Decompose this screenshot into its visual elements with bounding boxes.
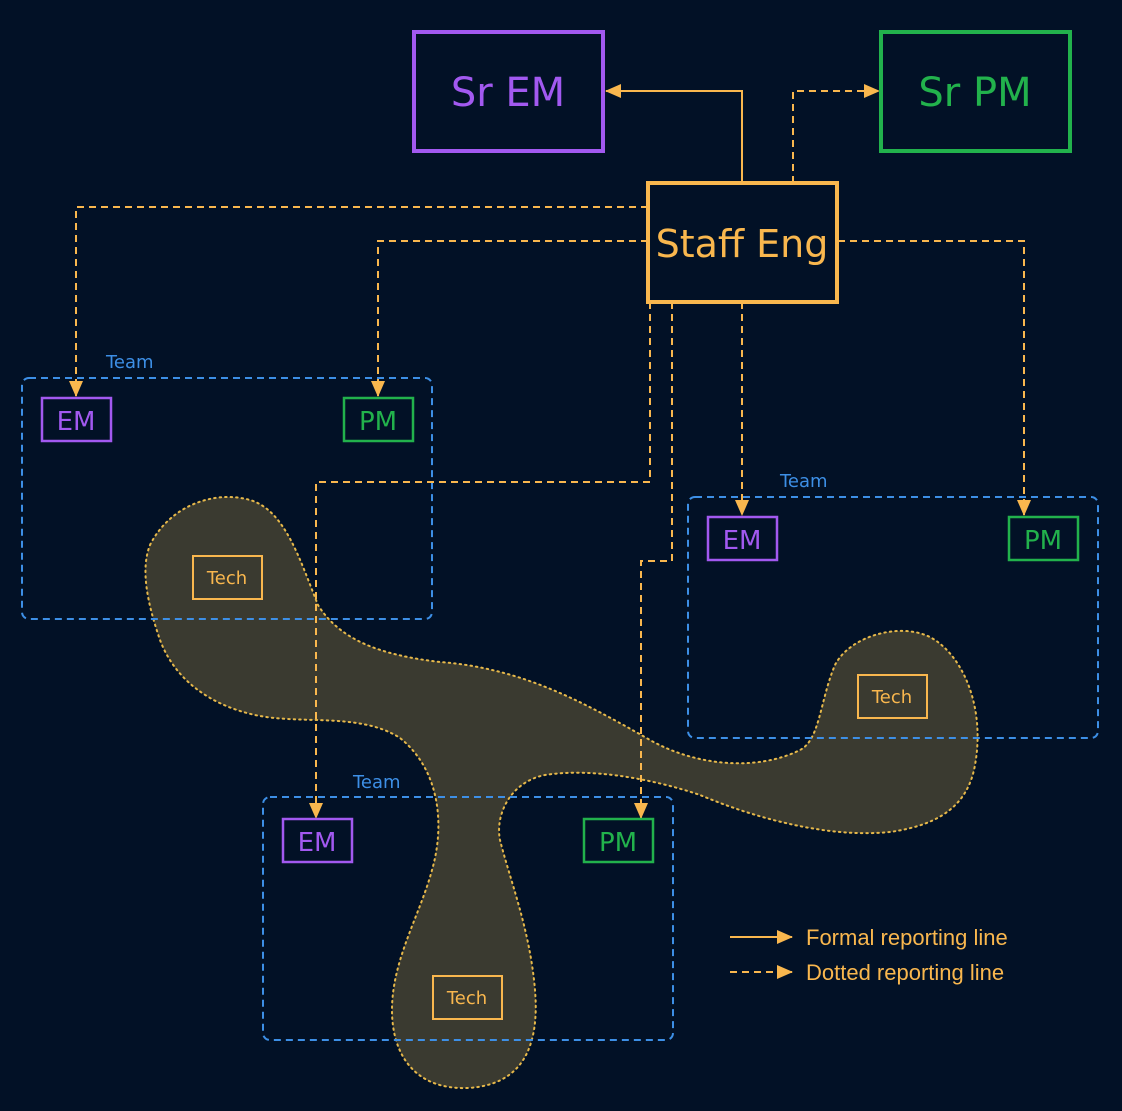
sr-pm-box (879, 30, 1072, 153)
tech-guild-blob (144, 496, 979, 1090)
team1-pm-label: PM (359, 407, 397, 437)
team3-em-box (281, 817, 354, 864)
team-box-3 (262, 796, 674, 1041)
team3-em-label: EM (298, 828, 337, 858)
team2-em-box (706, 515, 779, 562)
sr-pm-label: Sr PM (918, 70, 1031, 116)
team2-tech-label: Tech (871, 687, 912, 708)
team2-pm-label: PM (1024, 526, 1062, 556)
dotted-line-to-team3-em (309, 302, 651, 819)
team1-tech-box (192, 555, 263, 600)
team3-tech-box (432, 975, 503, 1020)
sr-em-box (412, 30, 605, 153)
staff-eng-box (646, 181, 839, 304)
team3-tech-label: Tech (446, 988, 487, 1009)
team3-pm-box (582, 817, 655, 864)
team1-em-label: EM (57, 407, 96, 437)
dotted-line-to-team1-pm (371, 240, 648, 397)
team3-pm-label: PM (599, 828, 637, 858)
legend-dotted-label: Dotted reporting line (806, 960, 1004, 985)
formal-line-to-sr-em (605, 84, 743, 183)
team2-em-label: EM (723, 526, 762, 556)
team-label-2: Team (779, 471, 828, 492)
legend: Formal reporting line Dotted reporting l… (730, 925, 1008, 985)
team-label-3: Team (352, 772, 401, 793)
legend-formal-label: Formal reporting line (806, 925, 1008, 950)
sr-em-label: Sr EM (451, 70, 565, 116)
dotted-line-to-team1-em (69, 206, 648, 397)
team-label-1: Team (105, 352, 154, 373)
team2-pm-box (1007, 515, 1080, 562)
dotted-line-to-team2-pm (838, 240, 1031, 516)
dotted-line-to-sr-pm (792, 84, 880, 183)
staff-eng-label: Staff Eng (656, 222, 829, 266)
team-box-2 (687, 496, 1099, 739)
team2-tech-box (857, 674, 928, 719)
team1-tech-label: Tech (206, 568, 247, 589)
team1-em-box (40, 396, 113, 443)
team-box-1 (21, 377, 433, 620)
team1-pm-box (342, 396, 415, 443)
